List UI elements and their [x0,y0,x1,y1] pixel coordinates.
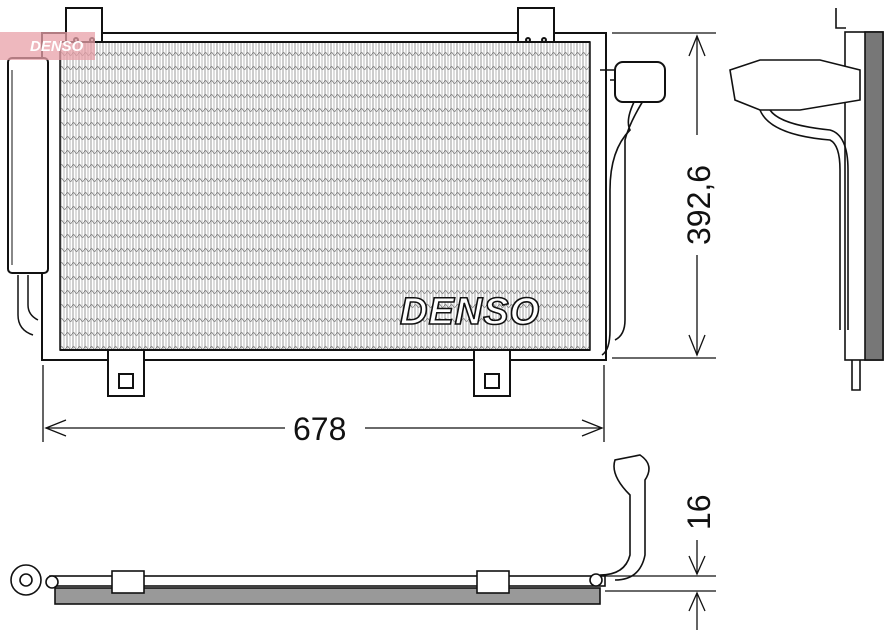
width-dimension [42,365,605,442]
thickness-label: 16 [681,494,717,530]
watermark-text: DENSO [30,38,84,55]
denso-watermark: DENSO [0,32,95,60]
thickness-dimension [605,540,716,630]
width-label: 678 [293,411,346,447]
front-view [7,7,666,397]
height-dimension [612,32,716,359]
bottom-view [10,454,650,605]
denso-logo: DENSO [400,291,540,333]
side-view [729,8,884,391]
height-label: 392,6 [681,165,717,245]
watermark-band [0,32,95,60]
